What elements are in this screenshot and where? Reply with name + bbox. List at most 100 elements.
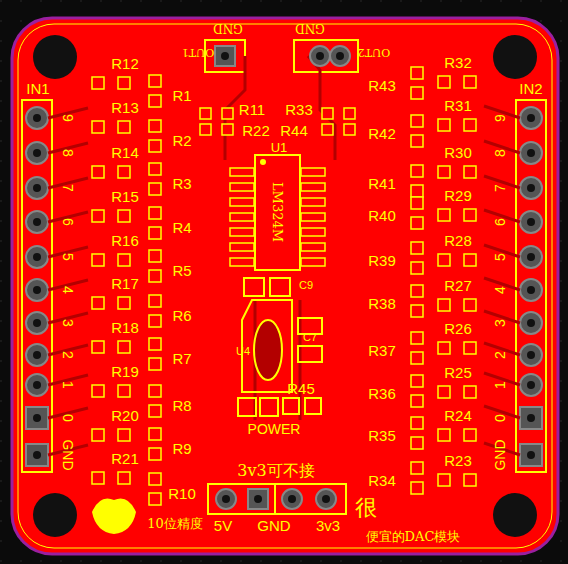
part-designator: R42 (368, 126, 396, 141)
silkscreen-text: 便宜的DAC模块 (366, 530, 461, 543)
resistor-pad (222, 124, 233, 135)
pin-number: 7 (61, 184, 75, 192)
resistor-pad (149, 227, 161, 239)
pin-hole (222, 495, 230, 503)
pin-hole (33, 184, 41, 192)
resistor-pad (322, 108, 333, 119)
ic-pad (230, 258, 254, 266)
pin-pad (248, 489, 268, 509)
resistor-pad (438, 474, 450, 486)
resistor-pad (200, 124, 211, 135)
resistor-pad (149, 385, 161, 397)
pin-hole (527, 253, 535, 261)
pin-hole (33, 114, 41, 122)
board-outline (18, 24, 552, 548)
pin-hole (33, 414, 41, 422)
pin-hole (527, 451, 535, 459)
resistor-pad (92, 429, 104, 441)
silkscreen-text: OUT1 (182, 47, 215, 58)
resistor-pad (411, 115, 423, 127)
pin-hole (221, 52, 229, 60)
pin-pad (520, 107, 542, 129)
ic-pad (301, 243, 325, 251)
silkscreen-text: 3v3 (316, 518, 340, 533)
headers (22, 40, 546, 514)
resistor-pad (464, 429, 476, 441)
part-designator: R43 (368, 78, 396, 93)
resistor-pad (438, 76, 450, 88)
resistor-pad (118, 254, 130, 266)
pin-pad (26, 211, 48, 233)
pin-pad (26, 407, 48, 429)
resistor-pad (149, 358, 161, 370)
part-designator: R32 (444, 55, 472, 70)
resistor-pad (118, 121, 130, 133)
pin-pad (520, 344, 542, 366)
part-designator: R38 (368, 296, 396, 311)
pin-hole (288, 495, 296, 503)
resistor-pad (92, 77, 104, 89)
resistor-pad (149, 338, 161, 350)
silkscreen-text: IN2 (519, 81, 542, 96)
silkscreen-text: GND (493, 439, 507, 470)
pin-pad (282, 489, 302, 509)
part-designator: R41 (368, 176, 396, 191)
pin-pad (316, 489, 336, 509)
part-designator: R19 (111, 364, 139, 379)
part-designator: R6 (172, 308, 191, 323)
pin-number: 5 (493, 253, 507, 261)
part-designator: R30 (444, 145, 472, 160)
pin-number: 1 (493, 381, 507, 389)
pin-pad (26, 142, 48, 164)
pin-pad (520, 246, 542, 268)
resistor-pad (149, 295, 161, 307)
ic-u1 (255, 155, 300, 270)
pin-number: 0 (61, 414, 75, 422)
silkscreen-text: 很 (355, 497, 377, 519)
resistor-pad (222, 108, 233, 119)
resistor-pad (149, 120, 161, 132)
silkscreen-text: OUT2 (358, 47, 391, 58)
part-designator: R22 (242, 123, 270, 138)
resistor-pad (149, 140, 161, 152)
pin-hole (33, 149, 41, 157)
pin-hole (527, 149, 535, 157)
silkscreen-text: 5V (214, 518, 232, 533)
resistor-pad (464, 386, 476, 398)
part-designator: R14 (111, 145, 139, 160)
part-designator: R10 (168, 486, 196, 501)
resistor-pad (118, 429, 130, 441)
resistor-pad (411, 262, 423, 274)
pin-pad (26, 444, 48, 466)
part-designator: R20 (111, 408, 139, 423)
resistor-pad (464, 119, 476, 131)
resistor-pad (149, 75, 161, 87)
resistor-pad (118, 77, 130, 89)
resistor-pad (118, 472, 130, 484)
pin-hole (527, 218, 535, 226)
pin-pad (26, 374, 48, 396)
pin-pad (26, 107, 48, 129)
part-designator: R2 (172, 133, 191, 148)
pin-number: 6 (61, 218, 75, 226)
resistor-pad (464, 76, 476, 88)
resistor-pad (149, 428, 161, 440)
resistor-pad (92, 166, 104, 178)
resistor-pad (118, 297, 130, 309)
pin-hole (316, 52, 324, 60)
part-designator: R45 (287, 381, 315, 396)
pin-pad (520, 374, 542, 396)
part-designator: R3 (172, 176, 191, 191)
pin-pad (520, 444, 542, 466)
part-designator: R37 (368, 343, 396, 358)
part-designator: R16 (111, 233, 139, 248)
resistor-pad (464, 254, 476, 266)
resistor-pad (438, 386, 450, 398)
silkscreen-text: U4 (236, 346, 250, 357)
ic-pad (301, 183, 325, 191)
pin-hole (33, 253, 41, 261)
ic-pad (301, 228, 325, 236)
pin-pad (26, 177, 48, 199)
